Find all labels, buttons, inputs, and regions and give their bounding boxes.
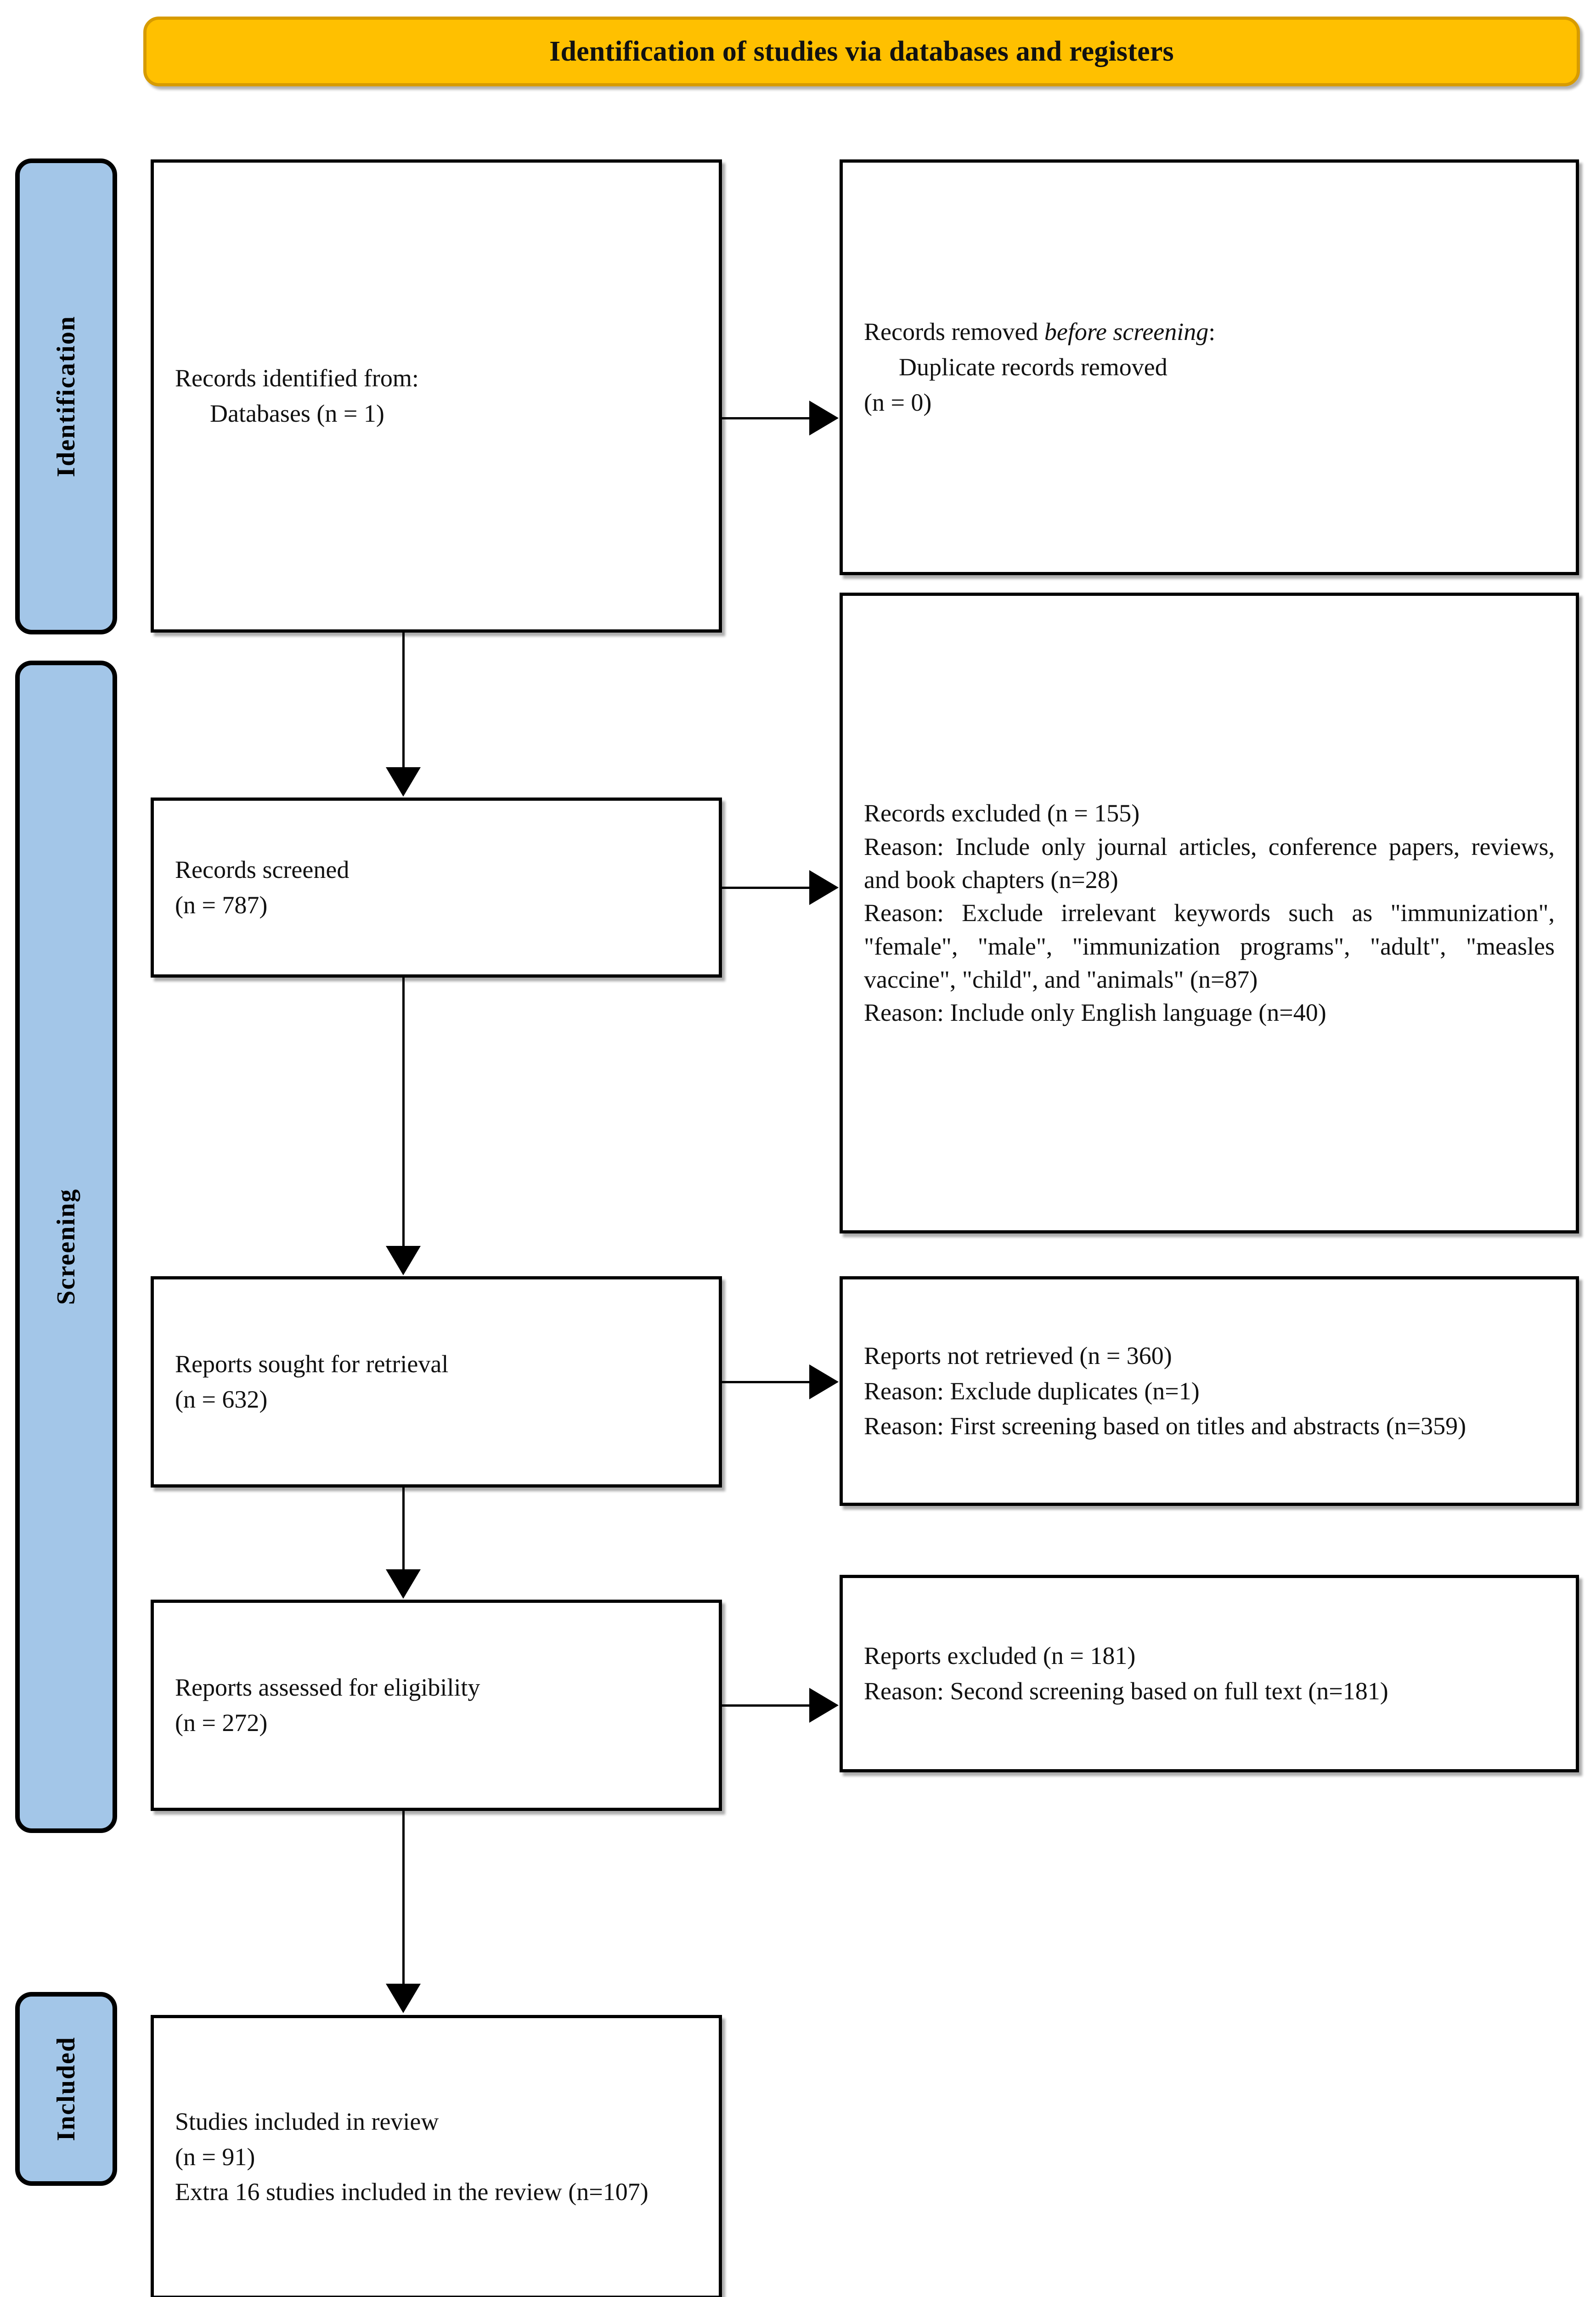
records-identified-line-1: Records identified from: xyxy=(175,364,419,392)
stage-label-included-text: Included xyxy=(52,2037,80,2141)
box-studies-included: Studies included in review (n = 91) Extr… xyxy=(151,2015,722,2297)
studies-included-line-1: Studies included in review xyxy=(175,2107,439,2135)
arrowhead-assessed-to-reports-excluded xyxy=(809,1688,839,1723)
arrowhead-assessed-to-included xyxy=(386,1984,421,2013)
reports-sought-line-2: (n = 632) xyxy=(175,1386,268,1413)
connector-assessed-to-included xyxy=(402,1811,405,1986)
records-screened-line-1: Records screened xyxy=(175,856,350,884)
records-removed-line-3: (n = 0) xyxy=(864,388,932,416)
stage-label-identification: Identification xyxy=(15,158,117,634)
box-reports-assessed: Reports assessed for eligibility (n = 27… xyxy=(151,1600,722,1811)
arrowhead-identified-to-screened xyxy=(386,767,421,797)
records-removed-post: : xyxy=(1208,318,1216,346)
records-identified-line-2: Databases (n = 1) xyxy=(210,400,384,427)
box-records-excluded: Records excluded (n = 155) Reason: Inclu… xyxy=(840,593,1579,1233)
connector-screened-to-excluded xyxy=(722,887,809,889)
reports-not-retrieved-line-1: Reports not retrieved (n = 360) xyxy=(864,1341,1172,1369)
arrowhead-screened-to-excluded xyxy=(809,870,839,905)
box-records-identified: Records identified from: Databases (n = … xyxy=(151,159,722,633)
box-records-removed: Records removed before screening: Duplic… xyxy=(840,159,1579,575)
box-reports-sought: Reports sought for retrieval (n = 632) xyxy=(151,1276,722,1488)
records-removed-pre: Records removed xyxy=(864,318,1044,346)
studies-included-line-2: (n = 91) xyxy=(175,2143,255,2171)
records-excluded-reason-1: Reason: Include only journal articles, c… xyxy=(864,832,1555,894)
records-excluded-line-1: Records excluded (n = 155) xyxy=(864,799,1140,827)
banner-title: Identification of studies via databases … xyxy=(549,35,1174,67)
records-excluded-reason-3: Reason: Include only English language (n… xyxy=(864,999,1326,1027)
reports-not-retrieved-reason-1: Reason: Exclude duplicates (n=1) xyxy=(864,1377,1200,1405)
box-reports-excluded: Reports excluded (n = 181) Reason: Secon… xyxy=(840,1575,1579,1772)
box-reports-not-retrieved: Reports not retrieved (n = 360) Reason: … xyxy=(840,1276,1579,1506)
connector-identified-to-screened xyxy=(402,633,405,769)
identification-banner: Identification of studies via databases … xyxy=(143,17,1580,86)
connector-screened-to-sought xyxy=(402,978,405,1248)
records-removed-line-1: Records removed before screening: xyxy=(864,314,1555,350)
stage-label-included: Included xyxy=(15,1992,117,2186)
reports-assessed-line-2: (n = 272) xyxy=(175,1709,268,1737)
stage-label-identification-text: Identification xyxy=(52,316,80,477)
studies-included-line-3: Extra 16 studies included in the review … xyxy=(175,2178,649,2206)
connector-sought-to-assessed xyxy=(402,1488,405,1570)
arrowhead-identified-to-removed xyxy=(809,401,839,436)
stage-label-screening-text: Screening xyxy=(52,1188,80,1305)
arrowhead-sought-to-not-retrieved xyxy=(809,1364,839,1399)
box-records-screened: Records screened (n = 787) xyxy=(151,798,722,978)
reports-assessed-line-1: Reports assessed for eligibility xyxy=(175,1674,480,1702)
connector-identified-to-removed xyxy=(722,417,809,419)
records-removed-emphasis: before screening xyxy=(1044,318,1209,346)
records-screened-line-2: (n = 787) xyxy=(175,891,268,919)
connector-sought-to-not-retrieved xyxy=(722,1381,809,1383)
arrowhead-screened-to-sought xyxy=(386,1246,421,1275)
arrowhead-sought-to-assessed xyxy=(386,1569,421,1599)
records-excluded-reason-2: Reason: Exclude irrelevant keywords such… xyxy=(864,899,1555,994)
records-removed-line-2: Duplicate records removed xyxy=(899,353,1167,381)
reports-excluded-reason-1: Reason: Second screening based on full t… xyxy=(864,1677,1388,1705)
reports-excluded-line-1: Reports excluded (n = 181) xyxy=(864,1642,1136,1670)
reports-not-retrieved-reason-2: Reason: First screening based on titles … xyxy=(864,1412,1466,1440)
reports-sought-line-1: Reports sought for retrieval xyxy=(175,1350,449,1378)
stage-label-screening: Screening xyxy=(15,661,117,1833)
connector-assessed-to-reports-excluded xyxy=(722,1704,809,1707)
